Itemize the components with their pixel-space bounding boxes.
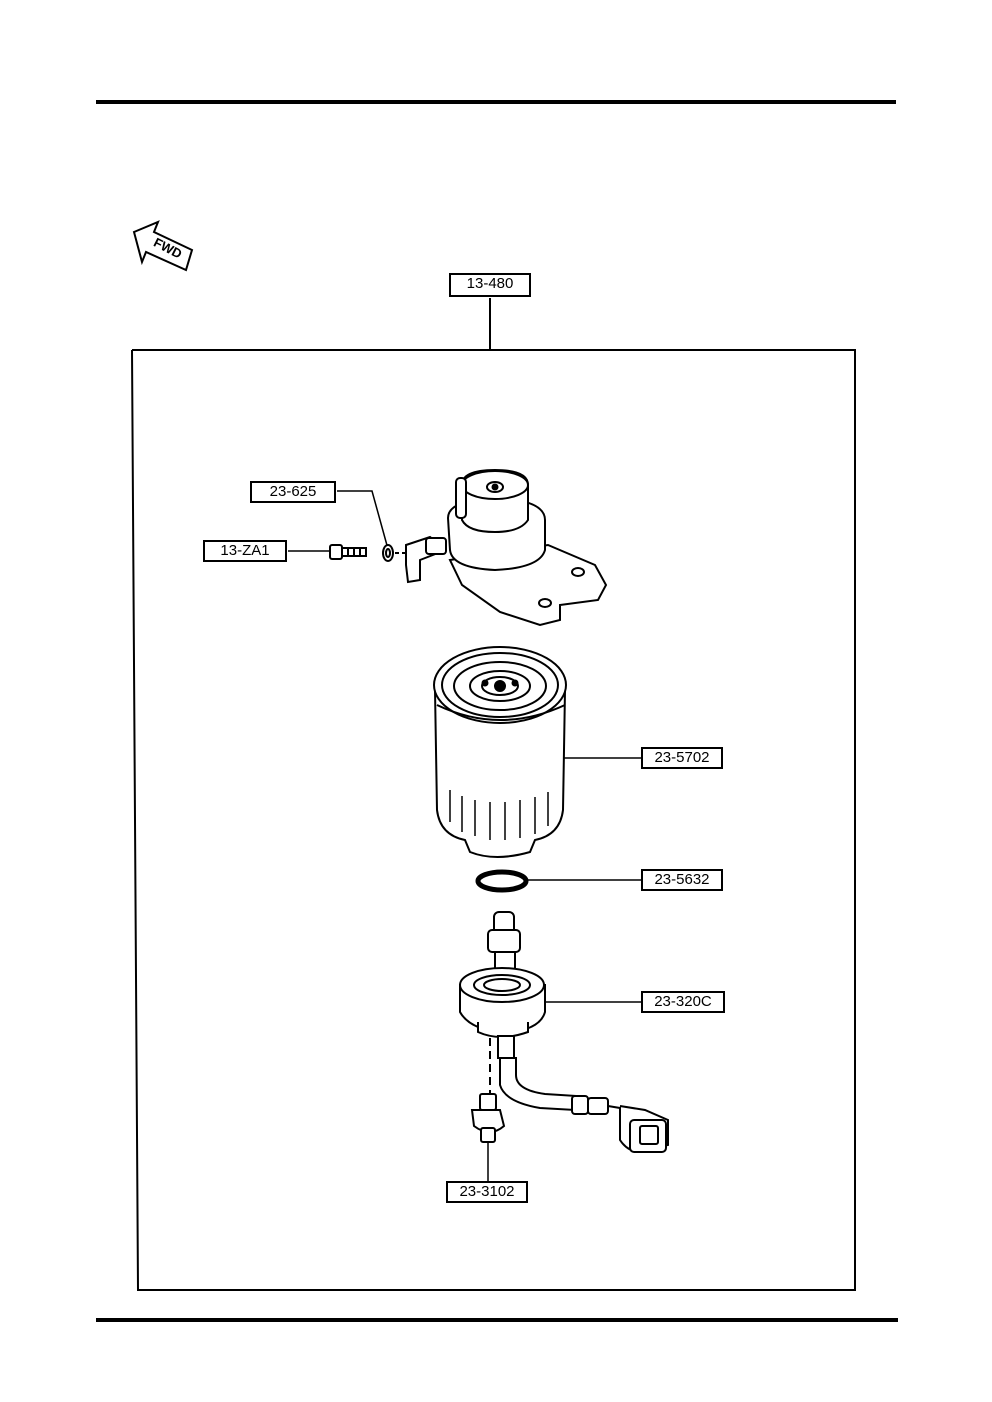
assembly-frame	[131, 349, 856, 1291]
filter-head-icon	[395, 468, 608, 627]
wire-harness-icon	[489, 1035, 669, 1153]
sensor-icon	[470, 1093, 506, 1143]
leader-lines	[288, 490, 642, 1182]
callout-gasket: 23-625	[250, 481, 336, 503]
gasket-icon	[382, 544, 394, 562]
callout-bolt: 13-ZA1	[203, 540, 287, 562]
bottom-rule	[96, 1318, 898, 1322]
callout-sensor: 23-3102	[446, 1181, 528, 1203]
bolt-icon	[329, 544, 367, 560]
leader-gasket	[337, 490, 389, 550]
callout-filter-element: 23-5702	[641, 747, 723, 769]
callout-drain-plug: 23-320C	[641, 991, 725, 1013]
o-ring-icon	[475, 869, 529, 893]
filter-element-icon	[433, 646, 567, 858]
fwd-arrow-icon: FWD	[132, 220, 194, 272]
top-rule	[96, 100, 896, 104]
drain-plug-icon	[459, 911, 546, 1038]
callout-o-ring: 23-5632	[641, 869, 723, 891]
assembly-callout: 13-480	[449, 273, 531, 297]
